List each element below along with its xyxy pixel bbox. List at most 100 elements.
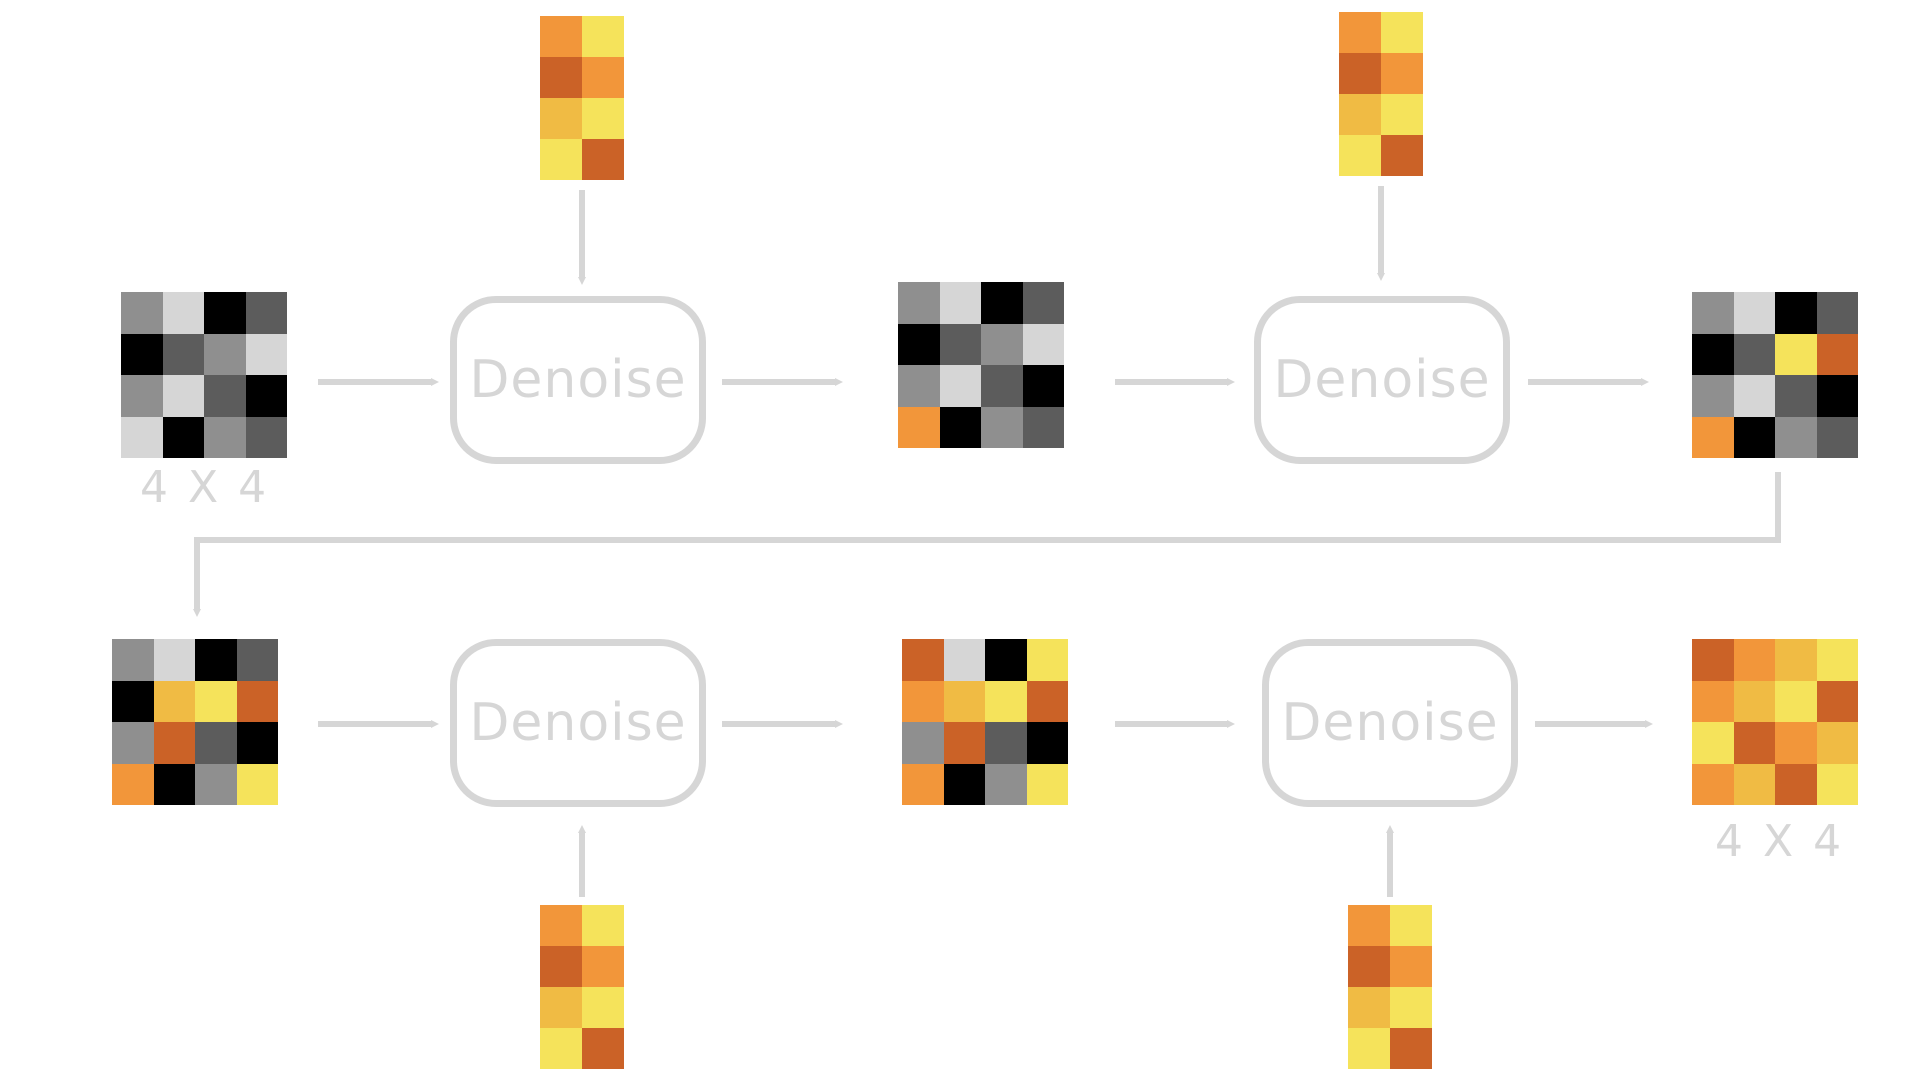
grid-cell [1816,680,1858,722]
grid-cell [1775,639,1817,681]
grid-cell [245,292,287,334]
grid-cell [1816,722,1858,764]
latent-grid-row2-output [1692,639,1858,805]
grid-cell [245,333,287,375]
grid-cell [1348,987,1390,1028]
grid-cell [1022,406,1064,448]
grid-cell [162,375,204,417]
grid-cell [1733,416,1775,458]
grid-cell [1692,375,1734,417]
grid-cell [540,57,582,98]
grid-cell [1775,333,1817,375]
grid-cell [1339,53,1381,94]
grid-cell [902,680,944,722]
latent-grid-row2-mid [902,639,1068,805]
grid-cell [1348,905,1390,946]
grid-cell [582,1028,624,1069]
grid-cell [1733,333,1775,375]
grid-cell [121,375,163,417]
grid-cell [898,406,940,448]
condition-stack-top-1 [540,16,624,180]
grid-cell [1339,135,1381,176]
grid-cell [1022,323,1064,365]
grid-cell [195,722,237,764]
grid-cell [1775,292,1817,334]
grid-cell [1348,946,1390,987]
grid-cell [1692,333,1734,375]
grid-cell [902,722,944,764]
denoise-label: Denoise [469,350,687,410]
denoise-block-row1-1: Denoise [450,296,706,464]
grid-cell [245,416,287,458]
grid-cell [1026,763,1068,805]
grid-cell [121,333,163,375]
condition-stack-top-2 [1339,12,1423,176]
condition-stack-bottom-2 [1348,905,1432,1069]
grid-cell [939,323,981,365]
grid-cell [1816,639,1858,681]
grid-cell [1816,333,1858,375]
latent-grid-row1-output [1692,292,1858,458]
grid-cell [1692,639,1734,681]
grid-cell [1733,722,1775,764]
grid-cell [1390,946,1432,987]
grid-cell [1816,375,1858,417]
grid-cell [981,406,1023,448]
grid-cell [540,98,582,139]
grid-cell [898,323,940,365]
grid-cell [582,139,624,180]
grid-cell [236,639,278,681]
dimension-label-input: 4 X 4 [140,462,270,513]
grid-cell [540,987,582,1028]
condition-stack-bottom-1 [540,905,624,1069]
grid-cell [1775,375,1817,417]
grid-cell [981,365,1023,407]
grid-cell [902,639,944,681]
grid-cell [985,639,1027,681]
grid-cell [1390,987,1432,1028]
grid-cell [898,282,940,324]
grid-cell [112,722,154,764]
grid-cell [1381,53,1423,94]
grid-cell [1775,763,1817,805]
grid-cell [204,375,246,417]
grid-cell [1816,416,1858,458]
denoise-block-row2-2: Denoise [1262,639,1518,807]
latent-grid-row1-mid [898,282,1064,448]
grid-cell [540,16,582,57]
grid-cell [1339,12,1381,53]
grid-cell [1692,416,1734,458]
arrow-wrap [193,472,1781,617]
grid-cell [1816,763,1858,805]
grid-cell [1692,292,1734,334]
grid-cell [112,639,154,681]
grid-cell [939,365,981,407]
grid-cell [1348,1028,1390,1069]
grid-cell [540,905,582,946]
denoise-label: Denoise [1281,693,1499,753]
grid-cell [1733,292,1775,334]
grid-cell [1733,639,1775,681]
grid-cell [1026,680,1068,722]
grid-cell [898,365,940,407]
grid-cell [153,763,195,805]
grid-cell [981,323,1023,365]
grid-cell [1816,292,1858,334]
grid-cell [1733,763,1775,805]
grid-cell [1692,680,1734,722]
grid-cell [1692,763,1734,805]
grid-cell [153,722,195,764]
grid-cell [943,680,985,722]
grid-cell [236,763,278,805]
denoise-block-row2-1: Denoise [450,639,706,807]
grid-cell [112,763,154,805]
grid-cell [162,333,204,375]
grid-cell [1339,94,1381,135]
grid-cell [245,375,287,417]
grid-cell [985,763,1027,805]
grid-cell [981,282,1023,324]
latent-grid-row2-input [112,639,278,805]
grid-cell [112,680,154,722]
grid-cell [1381,135,1423,176]
